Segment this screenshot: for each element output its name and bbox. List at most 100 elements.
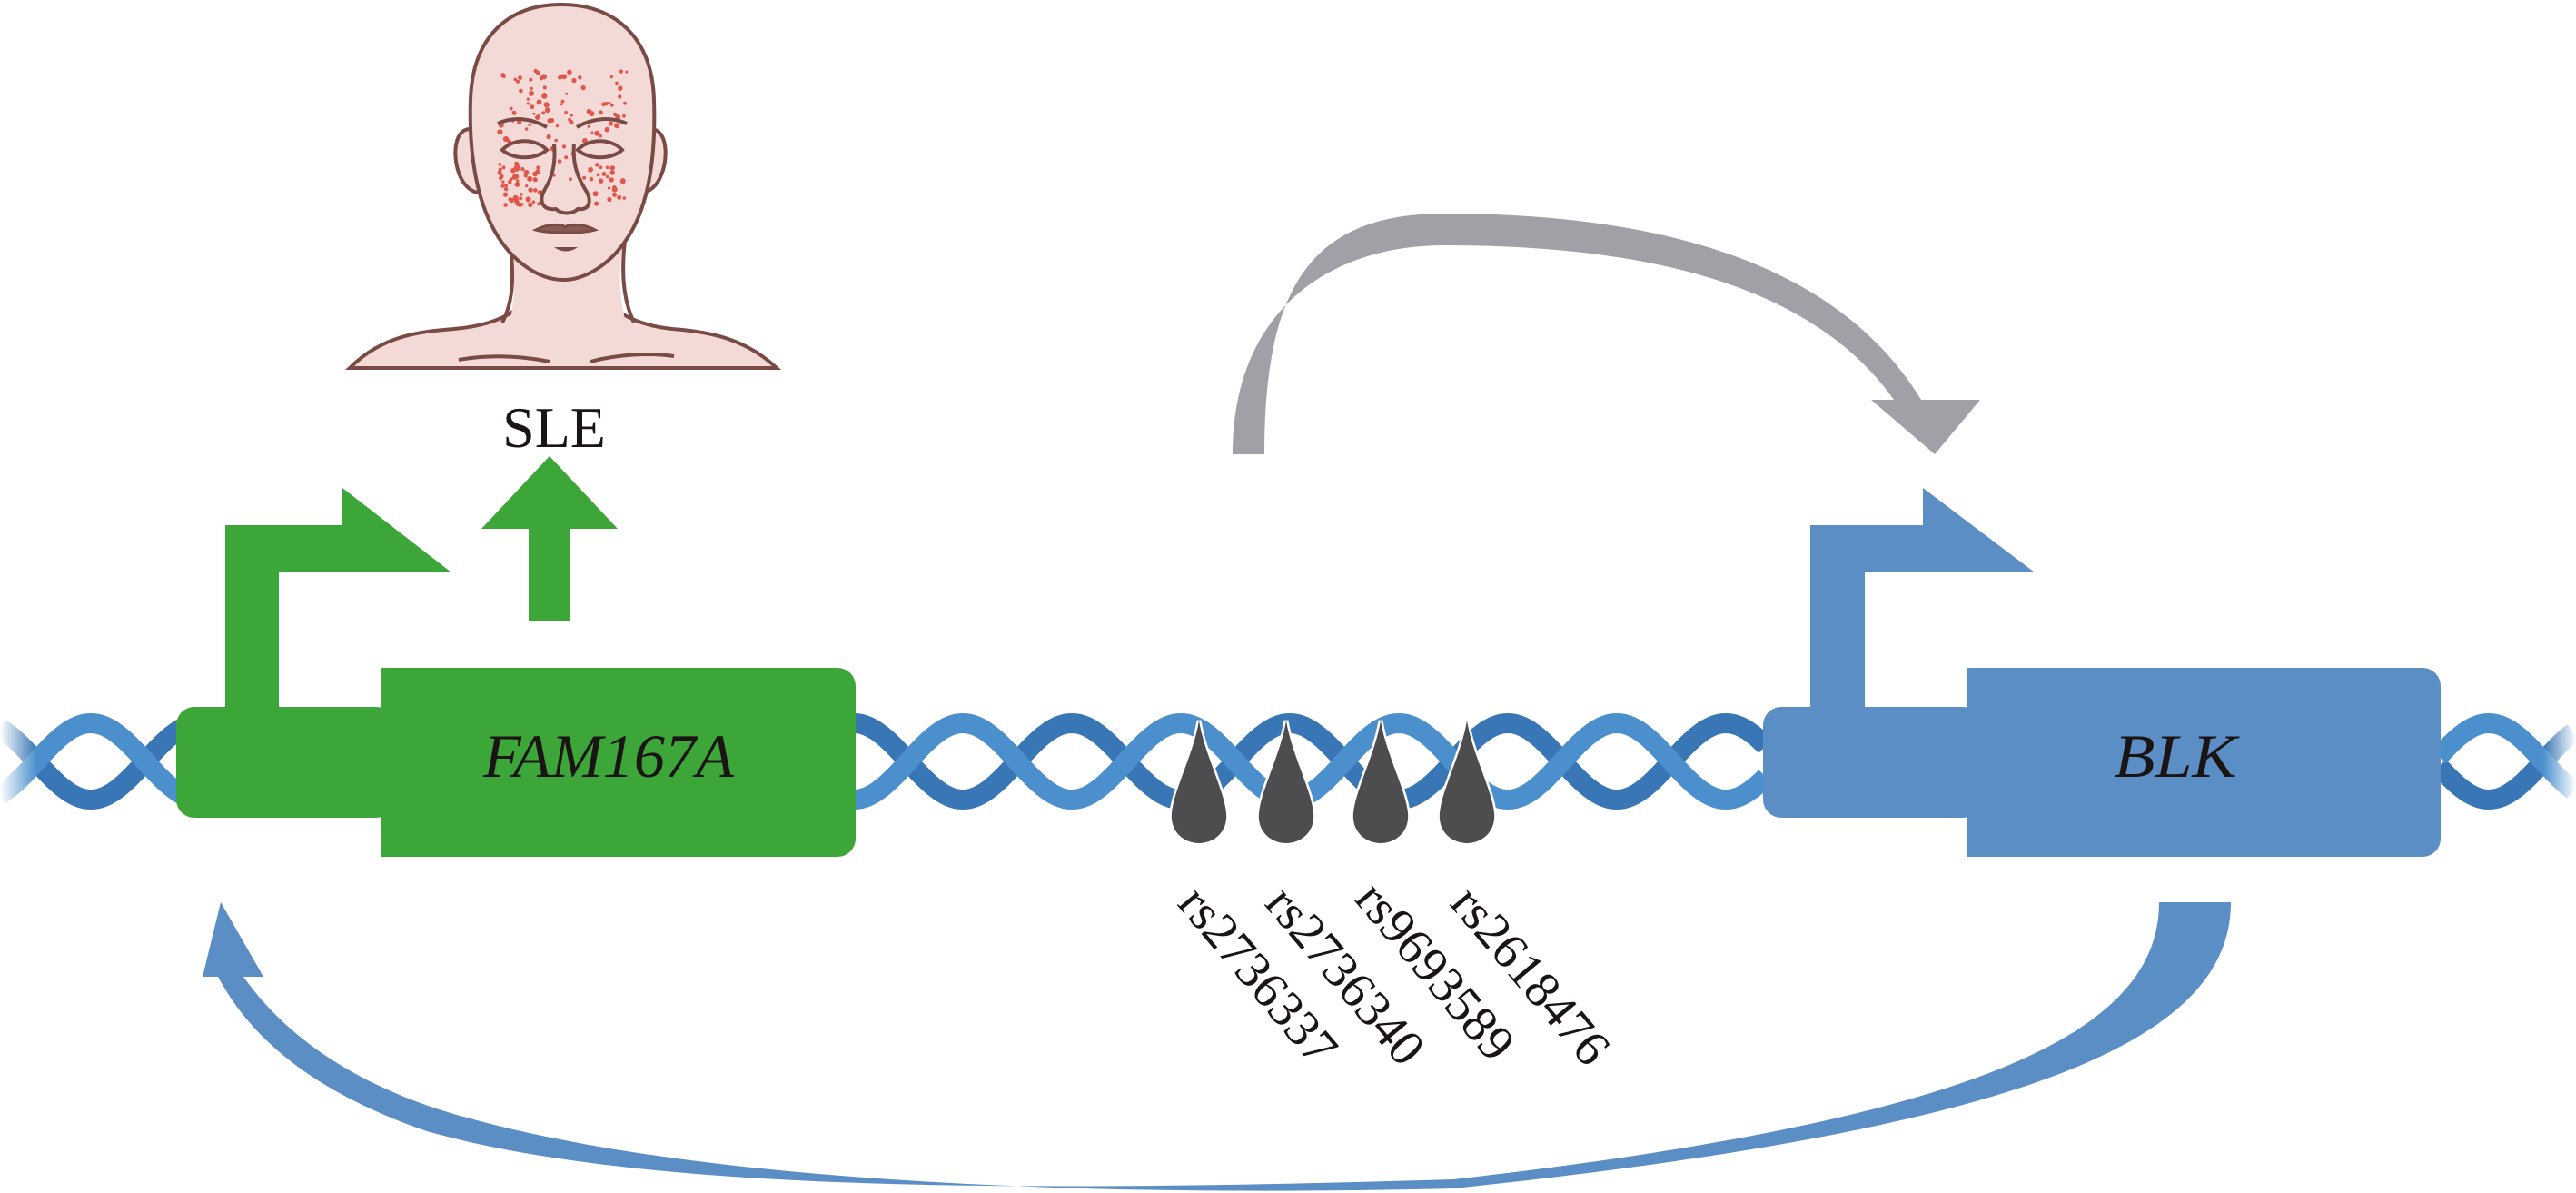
- rash-dot: [612, 193, 616, 197]
- rash-dot: [503, 203, 508, 207]
- up-arrow-icon: [481, 456, 618, 621]
- helix-fade-right: [2543, 700, 2576, 827]
- rash-dot: [611, 186, 618, 193]
- rash-dot: [570, 114, 573, 117]
- rash-dot: [599, 110, 603, 115]
- rash-dot: [614, 123, 620, 129]
- rash-dot: [604, 126, 610, 133]
- rash-dot: [582, 175, 587, 180]
- rash-dot: [547, 118, 552, 124]
- rash-dot: [523, 169, 530, 175]
- gene-fam167a-corner-fill: [381, 668, 418, 857]
- rash-dot: [535, 169, 540, 174]
- rash-dot: [501, 165, 506, 170]
- rash-dot: [596, 173, 600, 177]
- rash-dot: [601, 172, 607, 176]
- rash-dot: [555, 124, 560, 128]
- rash-dot: [546, 134, 551, 140]
- rash-dot: [535, 114, 540, 120]
- gene-blk-upstream: [1763, 707, 1981, 818]
- rash-dot: [562, 74, 567, 79]
- rash-dot: [609, 170, 615, 175]
- rash-dot: [592, 191, 599, 197]
- rash-dot: [520, 203, 524, 206]
- snp-drop-icon: [1169, 720, 1229, 846]
- collarbone-right: [590, 353, 675, 363]
- nose: [540, 143, 591, 215]
- rash-dot: [497, 170, 502, 175]
- gene-fam167a-upstream: [176, 707, 394, 818]
- rash-dot: [514, 182, 520, 187]
- rash-dot: [541, 93, 548, 99]
- rash-dot: [525, 196, 531, 203]
- rash-dot: [498, 167, 502, 172]
- rash-dot: [525, 184, 529, 188]
- rash-dot: [529, 90, 534, 96]
- neck-line-right: [621, 240, 636, 323]
- rash-dot: [587, 124, 590, 128]
- rash-dot: [609, 103, 614, 107]
- curved-arrow-blue-icon: [203, 902, 2231, 1191]
- rash-dot: [565, 92, 569, 95]
- rash-dot: [571, 77, 577, 84]
- rash-dot: [511, 110, 517, 115]
- rash-dot: [514, 161, 520, 167]
- rash-dot: [520, 167, 525, 172]
- rash-dot: [599, 134, 602, 138]
- rash-dot: [541, 111, 546, 115]
- eye-left: [500, 139, 550, 160]
- head: [468, 2, 657, 283]
- rash-dot: [536, 165, 540, 170]
- snp-drop-icon: [1351, 720, 1411, 846]
- rash-dot: [502, 192, 509, 197]
- rash-dot: [537, 202, 541, 206]
- rash-dot: [609, 165, 615, 171]
- rash-dot: [601, 102, 606, 107]
- rash-dot: [569, 119, 574, 125]
- rash-dot: [618, 94, 622, 99]
- rash-dot: [539, 76, 544, 81]
- rash-dot: [599, 165, 603, 170]
- rash-dot: [578, 75, 582, 80]
- rash-dot: [498, 163, 502, 166]
- rash-dot: [559, 74, 563, 78]
- rash-dot: [543, 102, 550, 108]
- rash-dot: [526, 102, 530, 105]
- rash-dot: [536, 99, 542, 105]
- brow-right: [575, 117, 628, 129]
- gene-blk-corner-fill: [1967, 668, 2003, 857]
- gene-label-blk: BLK: [2115, 721, 2241, 790]
- rash-dot: [561, 144, 567, 149]
- rash-dot: [500, 73, 506, 78]
- rash-dot: [530, 86, 533, 91]
- rash-dot: [511, 174, 518, 180]
- promoter-bent-arrow-icon: [225, 488, 451, 707]
- rash-dot: [615, 81, 619, 85]
- rash-dot: [532, 112, 536, 115]
- rash-dot: [622, 114, 626, 118]
- gene-blk-box: [1967, 668, 2441, 857]
- rash-dot: [564, 110, 568, 114]
- rash-dot: [532, 177, 538, 183]
- rash-dot: [504, 184, 508, 188]
- disease-label-sle: SLE: [502, 395, 606, 460]
- rash-dot: [605, 165, 609, 170]
- rash-dot: [526, 97, 530, 101]
- rash-dot: [516, 179, 520, 183]
- gray-arrow-head: [1871, 400, 1980, 454]
- gene-fam167a-box: [381, 668, 856, 857]
- rash-dot: [608, 186, 611, 190]
- rash-dot: [622, 196, 627, 200]
- malar-rash: [497, 68, 629, 207]
- dna-strand-dark: [853, 712, 1773, 810]
- rash-dot: [557, 159, 562, 164]
- rash-dot: [560, 103, 563, 106]
- rash-dot: [513, 165, 517, 170]
- rash-dot: [542, 85, 547, 90]
- chin-lip: [554, 247, 578, 252]
- rash-dot: [620, 179, 626, 184]
- gene-fam167a: FAM167A: [176, 488, 856, 857]
- rash-dot: [519, 196, 523, 201]
- rash-dot: [533, 188, 538, 193]
- blue-arrow-head: [203, 902, 263, 977]
